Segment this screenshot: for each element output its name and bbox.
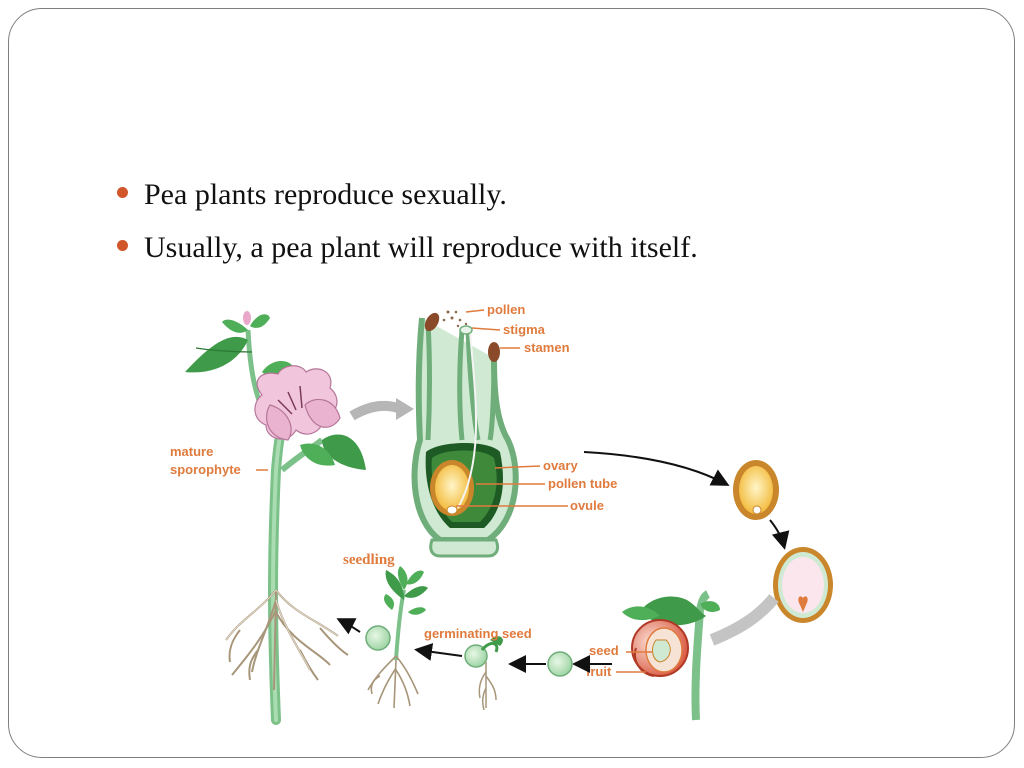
label-germinating-seed: germinating seed	[424, 626, 532, 641]
arrow-germinating-to-seedling	[414, 643, 463, 661]
label-pollen: pollen	[487, 302, 525, 317]
arrow-to-developing-seed	[769, 519, 790, 550]
germinating-seed	[464, 636, 503, 711]
label-pollen-tube: pollen tube	[548, 476, 617, 491]
label-ovule: ovule	[570, 498, 604, 513]
bullet-item: Usually, a pea plant will reproduce with…	[116, 221, 698, 274]
label-stamen: stamen	[524, 340, 570, 355]
label-sporophyte: sporophyte	[170, 462, 241, 477]
slide-frame	[8, 8, 1015, 758]
bullet-dot-icon	[117, 187, 128, 198]
fruit-plant	[622, 590, 720, 721]
fertilized-ovule	[733, 460, 779, 520]
dry-seed	[547, 651, 573, 677]
arrow-seedling-to-plant	[336, 618, 361, 635]
flower-leader-lines	[456, 309, 568, 507]
label-mature: mature	[170, 444, 213, 459]
label-seedling: seedling	[343, 552, 395, 568]
mature-plant	[185, 311, 366, 725]
flower-cross-section	[411, 310, 519, 558]
label-fruit: fruit	[586, 664, 612, 679]
fruit-leader-lines	[616, 651, 652, 673]
developing-seed	[773, 547, 833, 623]
label-seed: seed	[589, 643, 619, 658]
label-stigma: stigma	[503, 322, 546, 337]
arrow-to-fertilized-ovule	[583, 451, 730, 486]
bullet-item: Pea plants reproduce sexually.	[116, 168, 698, 221]
label-ovary: ovary	[543, 458, 578, 473]
bullet-list: Pea plants reproduce sexually. Usually, …	[116, 168, 698, 274]
bullet-text: Usually, a pea plant will reproduce with…	[144, 231, 698, 264]
bullet-text: Pea plants reproduce sexually.	[144, 178, 507, 211]
bullet-dot-icon	[117, 240, 128, 251]
seedling	[365, 566, 428, 709]
